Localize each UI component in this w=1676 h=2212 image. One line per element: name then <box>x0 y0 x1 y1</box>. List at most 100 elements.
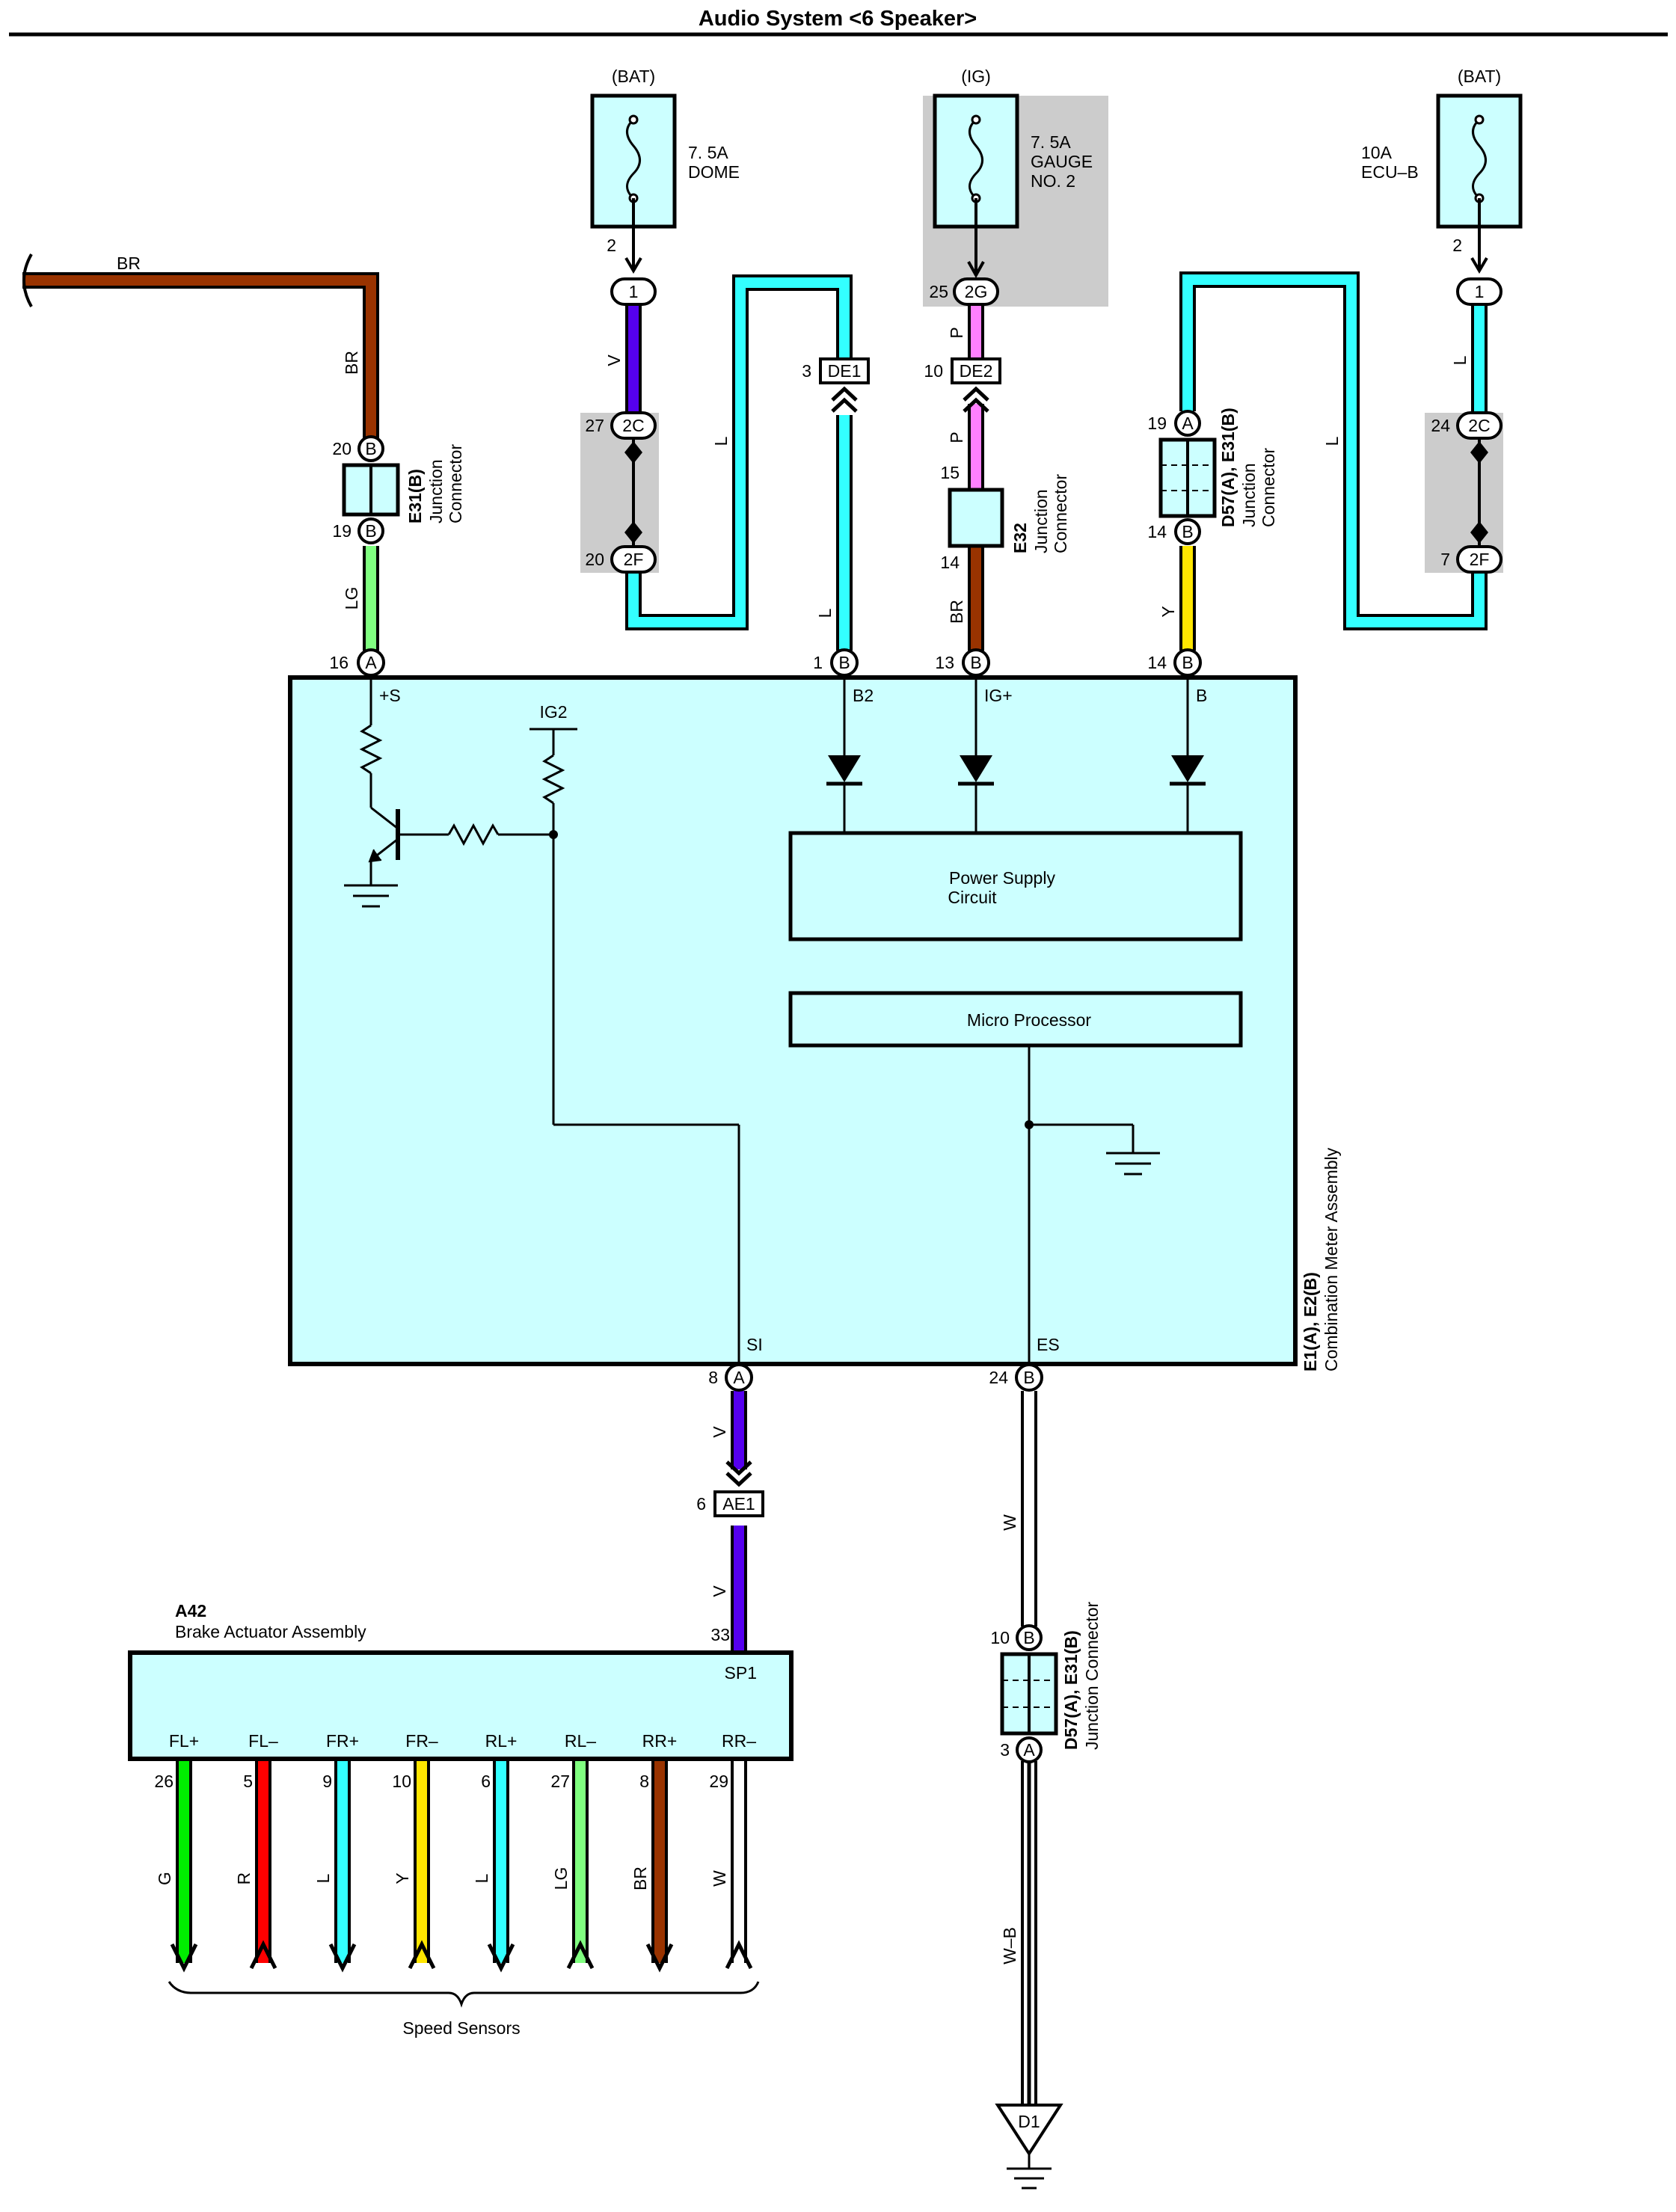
svg-text:Brake Actuator Assembly: Brake Actuator Assembly <box>175 1622 366 1641</box>
meter-pin-13b: B 13 IG+ <box>935 648 1013 705</box>
meter-pin-14b: B 14 B <box>1147 648 1207 705</box>
svg-text:29: 29 <box>709 1772 728 1791</box>
svg-text:13: 13 <box>935 653 954 672</box>
svg-text:B: B <box>838 653 850 672</box>
meter-pin-1b: B 1 B2 <box>813 648 874 705</box>
svg-text:E31(B): E31(B) <box>405 469 425 523</box>
wire-rl-minus <box>566 1761 595 1970</box>
svg-text:BR: BR <box>117 254 141 273</box>
svg-text:SI: SI <box>746 1335 763 1354</box>
junction-bottom-d57-e31: B 10 A 3 D57(A), E31(B) Junction Connect… <box>990 1601 1102 1763</box>
svg-text:V: V <box>710 1426 729 1438</box>
junction-left-e31b: B 20 B 19 E31(B) Junction Connector <box>332 435 465 544</box>
svg-text:V: V <box>604 354 624 366</box>
connector-ecub-1: 1 <box>1456 277 1502 306</box>
svg-text:FR+: FR+ <box>326 1731 359 1751</box>
svg-text:NO. 2: NO. 2 <box>1031 171 1075 191</box>
svg-text:2: 2 <box>1452 236 1462 255</box>
combination-meter: A 16 +S B 1 B2 B 13 IG+ B 14 B A 8 SI <box>288 648 1341 1392</box>
svg-text:14: 14 <box>940 553 960 572</box>
svg-text:1: 1 <box>813 653 823 672</box>
svg-text:RR+: RR+ <box>642 1731 678 1751</box>
svg-text:14: 14 <box>1147 522 1167 541</box>
meter-pin-8a: A 8 SI <box>708 1335 763 1392</box>
svg-text:27: 27 <box>550 1772 570 1791</box>
svg-text:2: 2 <box>607 236 616 255</box>
svg-text:BR: BR <box>342 351 361 375</box>
svg-text:BR: BR <box>630 1867 650 1890</box>
speed-sensors-label: Speed Sensors <box>402 2018 520 2038</box>
svg-text:2F: 2F <box>1470 550 1490 569</box>
svg-text:A: A <box>733 1368 745 1387</box>
svg-text:1: 1 <box>1475 282 1485 301</box>
svg-text:D57(A), E31(B): D57(A), E31(B) <box>1218 408 1238 527</box>
svg-text:2F: 2F <box>624 550 644 569</box>
svg-text:E32: E32 <box>1010 523 1030 553</box>
wire-fl-plus <box>170 1761 198 1973</box>
fuse-dome: (BAT) 7. 5A DOME 2 <box>590 67 740 274</box>
svg-text:W: W <box>710 1870 729 1887</box>
meter-pin-24b: B 24 ES <box>989 1335 1060 1392</box>
svg-text:26: 26 <box>154 1772 174 1791</box>
brake-terminal-pins: 26 5 9 10 6 27 8 29 <box>154 1772 728 1791</box>
svg-text:L: L <box>313 1873 333 1883</box>
speed-sensors-bracket <box>168 1981 760 2008</box>
svg-text:+S: +S <box>379 686 401 705</box>
brake-terminal-labels: FL+ FL– FR+ FR– RL+ RL– RR+ RR– <box>169 1731 756 1751</box>
wire-code-labels: BR BR LG V L L P P BR Y L L V V W W–B <box>117 254 1470 1964</box>
svg-text:L: L <box>815 608 835 618</box>
svg-text:3: 3 <box>802 361 811 381</box>
svg-text:5: 5 <box>243 1772 253 1791</box>
svg-text:B: B <box>970 653 981 672</box>
svg-text:B: B <box>1196 686 1207 705</box>
svg-text:B: B <box>1023 1628 1034 1647</box>
connector-dome-1: 1 <box>610 277 657 306</box>
svg-text:24: 24 <box>1431 416 1450 435</box>
svg-text:GAUGE: GAUGE <box>1031 152 1093 171</box>
svg-text:33: 33 <box>710 1625 730 1644</box>
svg-text:B: B <box>365 439 376 458</box>
svg-text:SP1: SP1 <box>725 1663 757 1683</box>
svg-text:Junction: Junction <box>1031 489 1051 553</box>
ground-d1: D1 <box>995 2104 1063 2190</box>
svg-text:16: 16 <box>329 653 349 672</box>
svg-text:FL+: FL+ <box>169 1731 199 1751</box>
diagram-title: Audio System <6 Speaker> <box>699 7 977 31</box>
svg-text:IG2: IG2 <box>539 702 567 722</box>
svg-text:G: G <box>155 1872 174 1885</box>
svg-text:2G: 2G <box>965 282 988 301</box>
svg-text:Junction Connector: Junction Connector <box>1082 1601 1102 1750</box>
svg-text:ECU–B: ECU–B <box>1361 162 1419 182</box>
svg-text:RL+: RL+ <box>485 1731 518 1751</box>
svg-text:D1: D1 <box>1018 2112 1040 2131</box>
connector-right-2c-2f: 2C 24 2F 7 <box>1431 411 1502 574</box>
micro-processor: Micro Processor <box>788 991 1243 1364</box>
svg-text:D57(A), E31(B): D57(A), E31(B) <box>1061 1630 1081 1750</box>
svg-text:24: 24 <box>989 1368 1008 1387</box>
svg-text:6: 6 <box>696 1494 706 1514</box>
svg-text:Micro Processor: Micro Processor <box>967 1010 1091 1030</box>
svg-text:L: L <box>1450 355 1470 365</box>
svg-text:LG: LG <box>342 587 361 610</box>
fuse-gauge: (IG) 7. 5A GAUGE NO. 2 <box>933 67 1093 279</box>
wire-fr-plus <box>328 1761 357 1973</box>
svg-text:7. 5A: 7. 5A <box>688 143 728 162</box>
svg-text:W–B: W–B <box>1000 1927 1019 1964</box>
svg-text:RR–: RR– <box>722 1731 756 1751</box>
connector-left-2c-2f: 2C 27 2F 20 <box>585 411 657 574</box>
svg-text:1: 1 <box>629 282 639 301</box>
svg-text:7: 7 <box>1440 550 1450 569</box>
svg-text:20: 20 <box>585 550 604 569</box>
svg-text:L: L <box>711 436 731 446</box>
svg-text:L: L <box>1322 436 1342 446</box>
svg-text:FR–: FR– <box>405 1731 438 1751</box>
svg-text:P: P <box>947 431 966 443</box>
svg-text:Power Supply: Power Supply <box>949 868 1055 888</box>
junction-right-d57-e31: A 19 B 14 D57(A), E31(B) Junction Connec… <box>1147 408 1278 545</box>
svg-text:LG: LG <box>551 1867 571 1890</box>
svg-text:10A: 10A <box>1361 143 1393 162</box>
svg-text:15: 15 <box>940 463 960 482</box>
svg-text:AE1: AE1 <box>722 1494 755 1514</box>
wire-l-dome <box>625 274 853 630</box>
brake-actuator: A42 Brake Actuator Assembly 33 SP1 FL+ F… <box>128 1601 794 1890</box>
